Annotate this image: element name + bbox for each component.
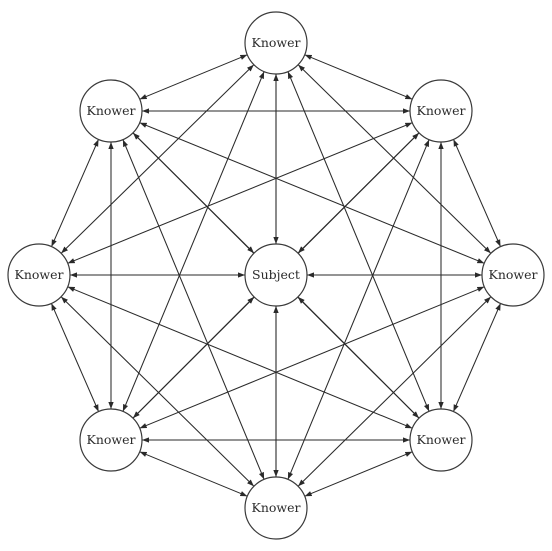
edge-knower-top-to-knower-top-right xyxy=(304,54,413,100)
node-circle xyxy=(481,243,545,307)
node-knower-bottom: Knower xyxy=(244,476,308,540)
node-label: Knower xyxy=(87,432,136,447)
edge-knower-bottom-left-to-knower-left xyxy=(50,303,100,412)
node-knower-left: Knower xyxy=(7,243,71,307)
node-circle xyxy=(7,243,71,307)
node-knower-bottom-right: Knower xyxy=(409,408,473,472)
node-label: Knower xyxy=(417,432,466,447)
node-knower-bottom-left: Knower xyxy=(79,408,143,472)
edge-knower-top-right-to-subject xyxy=(297,132,420,254)
node-circle xyxy=(244,243,308,307)
node-knower-right: Knower xyxy=(481,243,545,307)
edge-knower-top-right-to-knower-bottom xyxy=(287,139,430,480)
node-knower-top-left: Knower xyxy=(79,79,143,143)
edge-knower-bottom-right-to-knower-left xyxy=(67,286,413,429)
node-label: Knower xyxy=(252,500,301,515)
nodes-layer: KnowerKnowerKnowerKnowerKnowerKnowerKnow… xyxy=(7,11,545,540)
edge-knower-top-right-to-knower-right xyxy=(453,139,501,247)
edge-knower-top-left-to-subject xyxy=(132,132,255,254)
edge-knower-bottom-to-knower-top-left xyxy=(122,139,265,480)
node-knower-top-right: Knower xyxy=(409,79,473,143)
node-circle xyxy=(79,79,143,143)
node-label: Knower xyxy=(417,103,466,118)
node-knower-top: Knower xyxy=(244,11,308,75)
node-label: Knower xyxy=(87,103,136,118)
node-label: Knower xyxy=(489,267,538,282)
node-label: Knower xyxy=(15,267,64,282)
node-circle xyxy=(79,408,143,472)
node-label: Subject xyxy=(252,267,300,282)
node-circle xyxy=(409,408,473,472)
node-circle xyxy=(409,79,473,143)
edge-knower-bottom-right-to-knower-bottom xyxy=(304,451,413,497)
edge-knower-top-to-knower-top-left xyxy=(139,54,248,100)
node-circle xyxy=(244,11,308,75)
edge-knower-left-to-knower-top-left xyxy=(51,139,99,247)
edge-knower-right-to-knower-top-left xyxy=(139,122,485,264)
edges-layer xyxy=(50,54,502,497)
edge-knower-bottom-right-to-subject xyxy=(297,296,420,419)
node-label: Knower xyxy=(252,35,301,50)
node-circle xyxy=(244,476,308,540)
node-subject: Subject xyxy=(244,243,308,307)
edge-knower-right-to-knower-bottom-right xyxy=(452,303,502,412)
edge-knower-bottom-left-to-subject xyxy=(132,296,255,419)
edge-knower-top-right-to-knower-left xyxy=(67,122,413,264)
edge-knower-bottom-to-knower-bottom-left xyxy=(139,451,248,497)
edge-knower-right-to-knower-bottom-left xyxy=(139,286,485,429)
